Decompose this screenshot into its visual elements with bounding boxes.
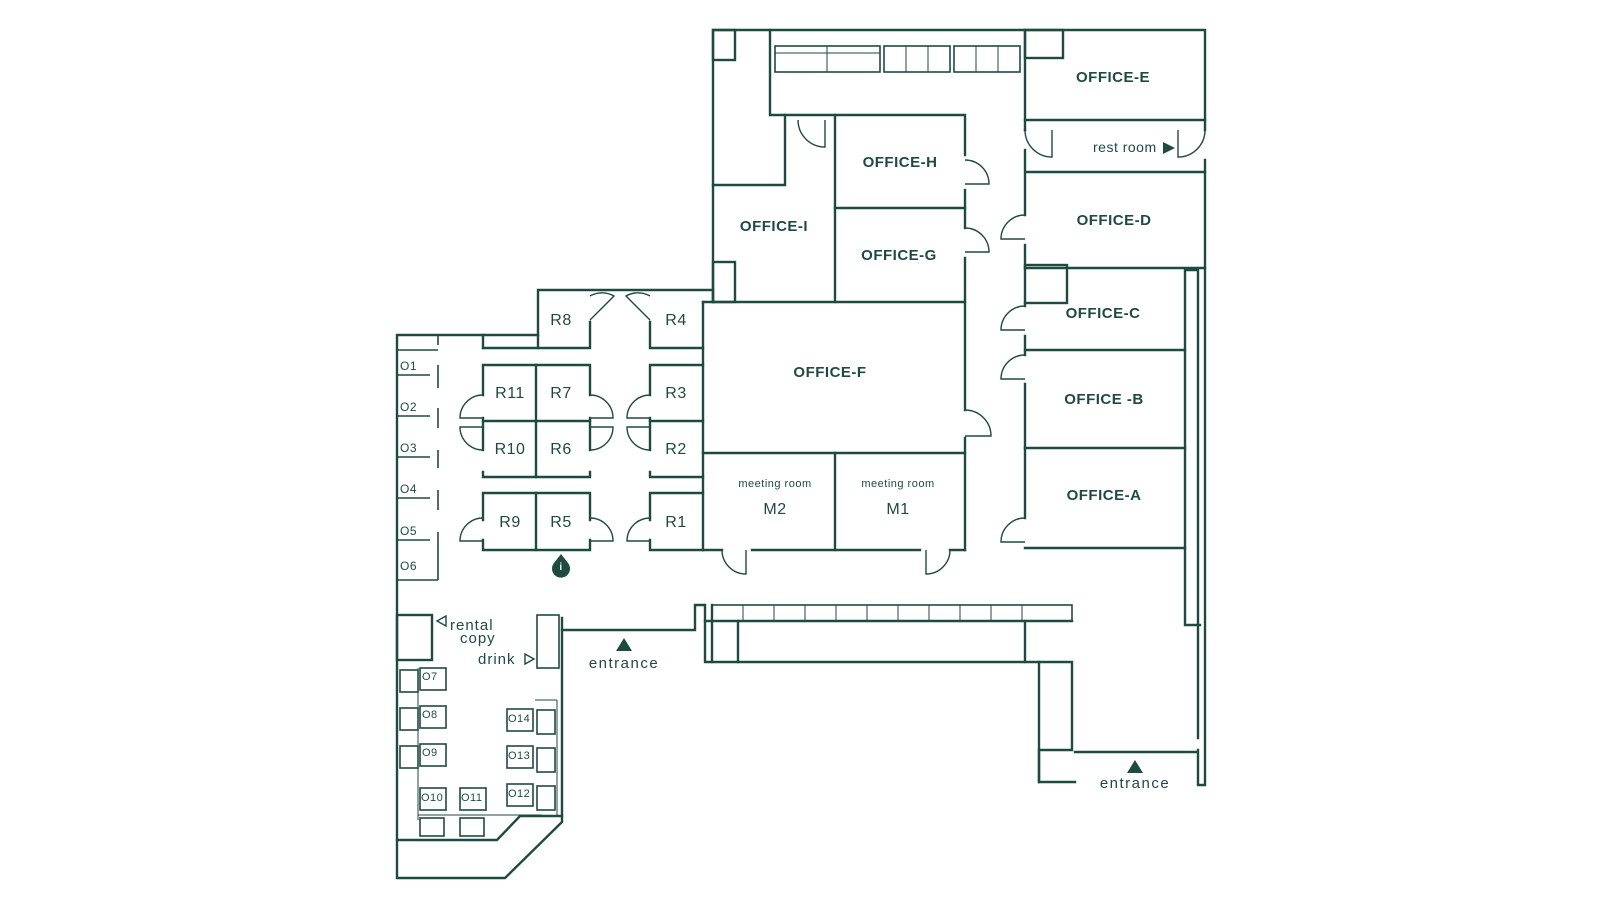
desk-o6-label: O6 [400,559,417,573]
copy-label: copy [460,630,496,647]
arrow-right-icon [524,652,536,666]
arrow-up-icon [616,638,632,651]
meeting-room-m2-label: M2 [763,501,786,518]
desk-o11-label: O11 [461,792,482,804]
desk-o3-label: O3 [400,441,417,455]
lounge [395,613,564,842]
office-e-label: OFFICE-E [1076,69,1150,86]
entrance-label-right: entrance [1100,775,1170,792]
meeting-room-m1-caption: meeting room [861,478,934,490]
arrow-up-icon [1127,760,1143,773]
office-f-label: OFFICE-F [793,364,866,381]
office-h-label: OFFICE-H [863,154,938,171]
desk-o4-label: O4 [400,482,417,496]
desk-o8-label: O8 [422,709,438,721]
office-d-label: OFFICE-D [1077,212,1152,229]
desk-o5-label: O5 [400,524,417,538]
office-g-label: OFFICE-G [861,247,937,264]
office-labels: OFFICE-E OFFICE-H OFFICE-I OFFICE-G OFFI… [740,69,1152,504]
open-desk-labels: O1 O2 O3 O4 O5 O6 O7 O8 O9 O10 O11 O14 O… [400,359,530,804]
desk-o14-label: O14 [508,713,530,725]
office-walls [701,113,1207,552]
rest-room-label: rest room [1093,139,1157,155]
room-r1-label: R1 [665,514,686,531]
office-b-label: OFFICE -B [1064,391,1144,408]
room-r6-label: R6 [550,441,571,458]
drink-label: drink [478,651,516,668]
room-r7-label: R7 [550,385,571,402]
room-r9-label: R9 [499,514,520,531]
meeting-room-m2-caption: meeting room [738,478,811,490]
room-r10-label: R10 [495,441,526,458]
info-pin-icon: i [552,554,571,578]
r-room-labels: R8 R4 R11 R7 R3 R10 R6 R2 R9 R5 R1 [495,312,687,531]
desk-o9-label: O9 [422,747,438,759]
desk-o7-label: O7 [422,671,438,683]
desk-o12-label: O12 [508,788,530,800]
desk-o10-label: O10 [421,792,443,804]
room-r5-label: R5 [550,514,571,531]
office-c-label: OFFICE-C [1066,305,1141,322]
room-r3-label: R3 [665,385,686,402]
room-r11-label: R11 [495,385,525,402]
meeting-labels: meeting room M2 meeting room M1 [738,478,934,518]
bottom-storage [703,603,1074,664]
room-r4-label: R4 [665,312,686,329]
r-room-walls [481,320,705,552]
arrow-right-icon [1163,142,1175,154]
info-pin-letter: i [559,562,562,573]
facility-labels: rest room rental copy drink entrance ent… [435,139,1175,792]
entrance-label-left: entrance [589,655,659,672]
office-a-label: OFFICE-A [1067,487,1142,504]
meeting-room-m1-label: M1 [886,501,909,518]
room-r2-label: R2 [665,441,686,458]
room-r8-label: R8 [550,312,571,329]
desk-o13-label: O13 [508,750,530,762]
desk-o2-label: O2 [400,400,417,414]
open-desk-walls [397,335,439,581]
desk-o1-label: O1 [400,359,417,373]
arrow-left-icon [435,614,447,628]
office-i-label: OFFICE-I [740,218,808,235]
rental-label: rental [450,617,494,634]
doors [459,119,1206,575]
outer-walls [395,28,1207,880]
